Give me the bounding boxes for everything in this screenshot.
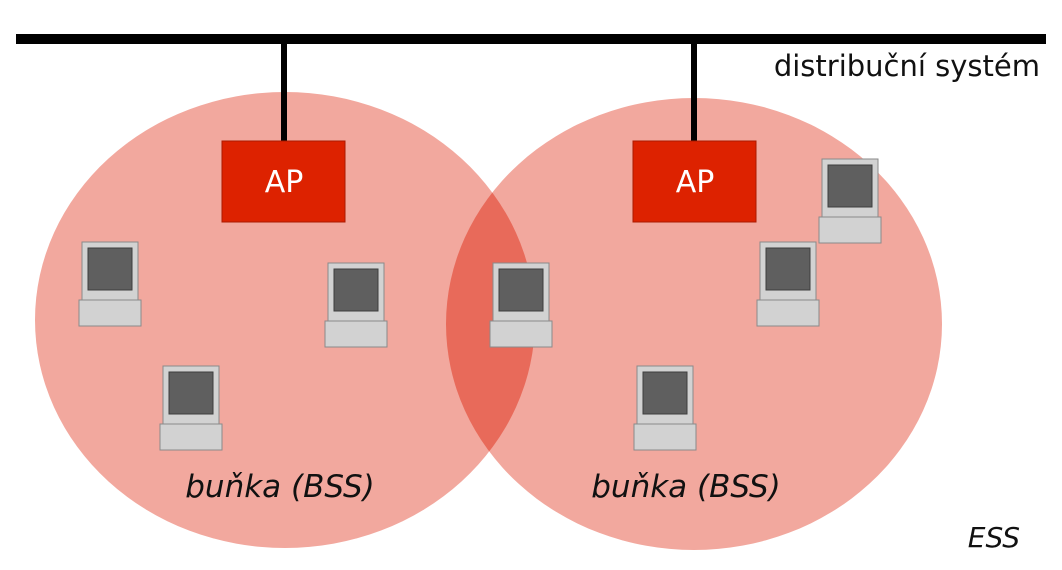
access-point-left: AP <box>221 140 346 223</box>
bss-cell-right <box>446 98 942 550</box>
ap-link-left <box>281 40 287 144</box>
desktop-computer-icon <box>159 365 223 451</box>
ess-label: ESS <box>968 521 1020 554</box>
desktop-computer-icon <box>324 262 388 348</box>
desktop-computer-icon <box>633 365 697 451</box>
ap-link-right <box>691 40 697 144</box>
desktop-computer-icon <box>78 241 142 327</box>
cell-label-right: buňka (BSS) <box>591 469 780 505</box>
cell-label-left: buňka (BSS) <box>185 469 374 505</box>
distribution-system-bus <box>16 34 1046 44</box>
ap-label: AP <box>676 165 715 200</box>
access-point-right: AP <box>632 140 757 223</box>
distribution-system-label: distribuční systém <box>774 49 1040 83</box>
ap-label: AP <box>265 165 304 200</box>
desktop-computer-icon <box>756 241 820 327</box>
desktop-computer-icon <box>818 158 882 244</box>
desktop-computer-icon <box>489 262 553 348</box>
